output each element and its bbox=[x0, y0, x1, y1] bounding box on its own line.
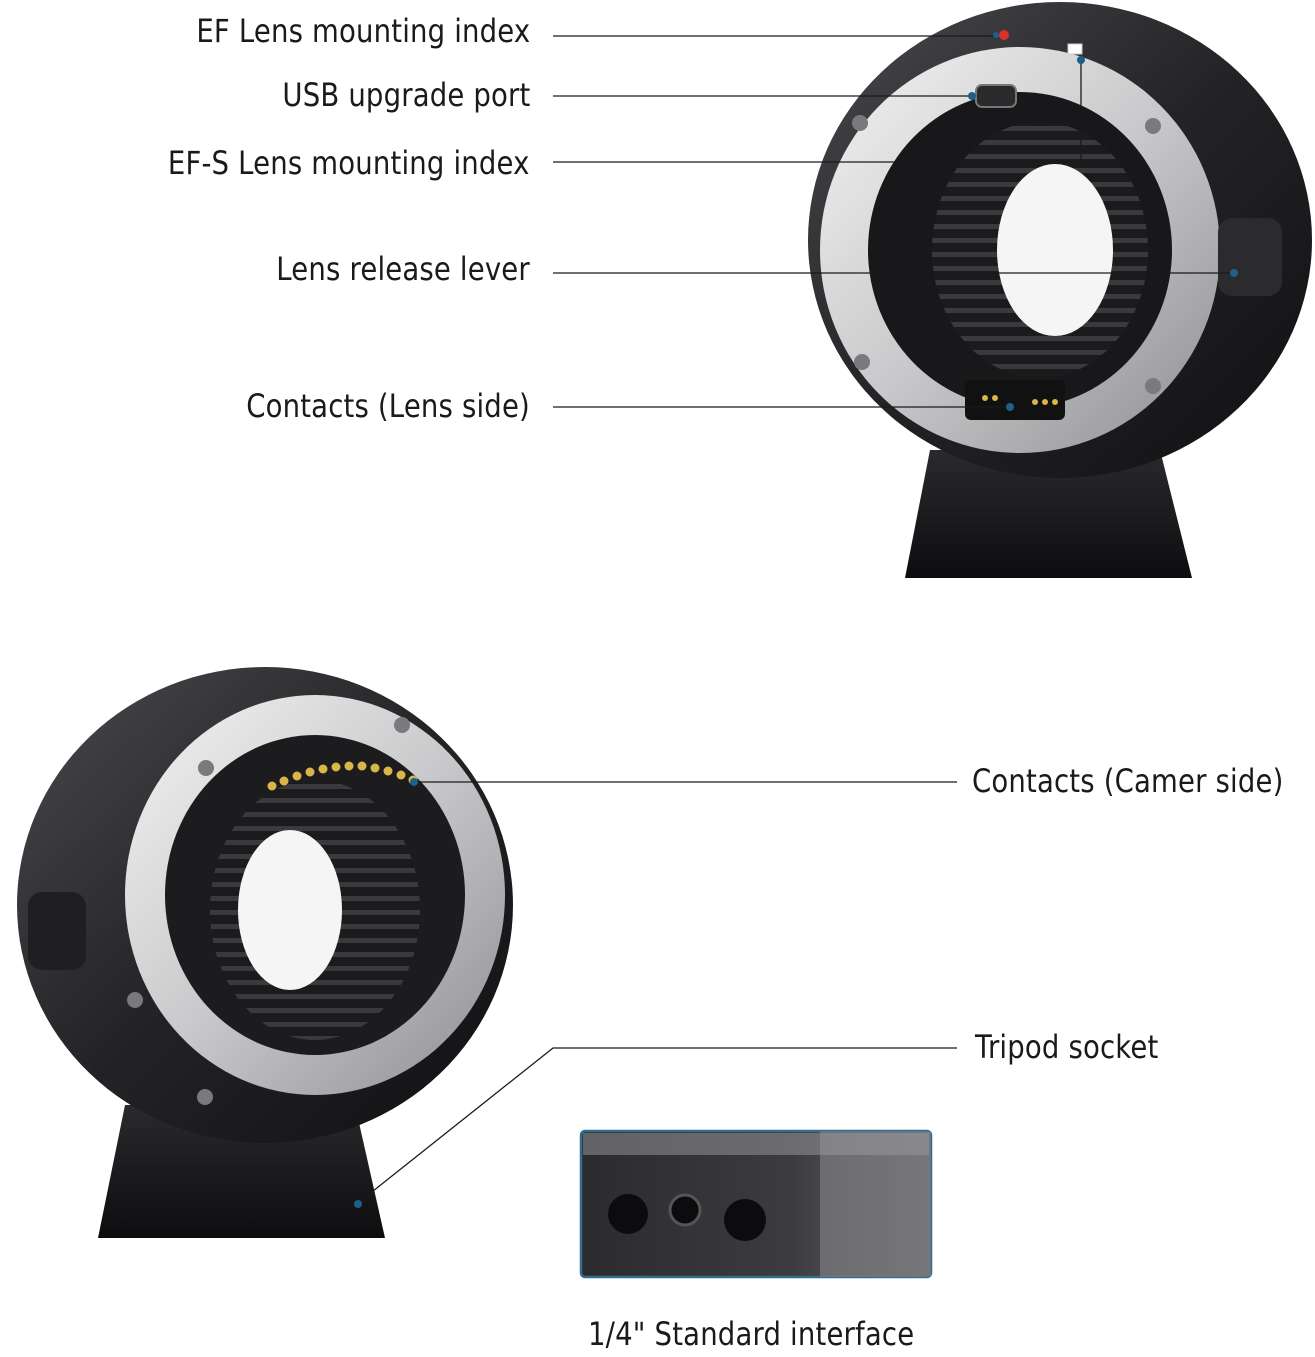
label-tripod-socket: Tripod socket bbox=[975, 1028, 1159, 1066]
top-adapter-through-hole bbox=[997, 164, 1113, 336]
top-adapter-foot bbox=[905, 450, 1192, 578]
screw-icon bbox=[1145, 118, 1161, 134]
usb-port-shape bbox=[975, 84, 1017, 108]
pointer-dot bbox=[993, 32, 999, 38]
screw-icon bbox=[394, 717, 410, 733]
screw-icon bbox=[854, 354, 870, 370]
mounting-hole-icon bbox=[608, 1194, 648, 1234]
release-lever-shape bbox=[1218, 218, 1282, 296]
screw-icon bbox=[198, 760, 214, 776]
bottom-adapter bbox=[17, 667, 513, 1238]
tripod-foot-inset bbox=[579, 1129, 933, 1279]
label-contacts-camera-side: Contacts (Camer side) bbox=[972, 762, 1284, 800]
mounting-hole-icon bbox=[724, 1199, 766, 1241]
label-usb-upgrade-port: USB upgrade port bbox=[281, 76, 530, 114]
label-contacts-lens-side: Contacts (Lens side) bbox=[246, 387, 530, 425]
label-lens-release-lever: Lens release lever bbox=[276, 250, 530, 288]
pointer-dot bbox=[354, 1200, 362, 1208]
inset-side-face bbox=[820, 1131, 931, 1277]
lens-contacts-block bbox=[965, 380, 1065, 420]
efs-white-marker bbox=[1067, 43, 1083, 55]
pointer-dot bbox=[410, 778, 418, 786]
pointer-dot bbox=[1230, 269, 1238, 277]
pointer-dot bbox=[1077, 56, 1085, 64]
label-standard-interface: 1/4" Standard interface bbox=[588, 1315, 915, 1353]
bottom-callout-lines bbox=[357, 781, 957, 1204]
top-adapter bbox=[808, 2, 1312, 578]
label-ef-lens-mounting-index: EF Lens mounting index bbox=[196, 12, 530, 50]
threaded-hole-icon bbox=[668, 1193, 702, 1227]
screw-icon bbox=[1145, 378, 1161, 394]
screw-icon bbox=[852, 115, 868, 131]
pointer-dot bbox=[968, 92, 976, 100]
lens-contacts-pins bbox=[982, 395, 1058, 405]
top-callout-lines bbox=[553, 35, 1233, 408]
inset-top-face bbox=[583, 1133, 929, 1155]
release-button-shape bbox=[28, 892, 86, 970]
bottom-adapter-through-hole bbox=[238, 830, 342, 990]
pointer-dot bbox=[1006, 403, 1014, 411]
ef-index-dot bbox=[999, 30, 1009, 40]
label-efs-lens-mounting-index: EF-S Lens mounting index bbox=[168, 144, 530, 182]
screw-icon bbox=[197, 1089, 213, 1105]
screw-icon bbox=[127, 992, 143, 1008]
